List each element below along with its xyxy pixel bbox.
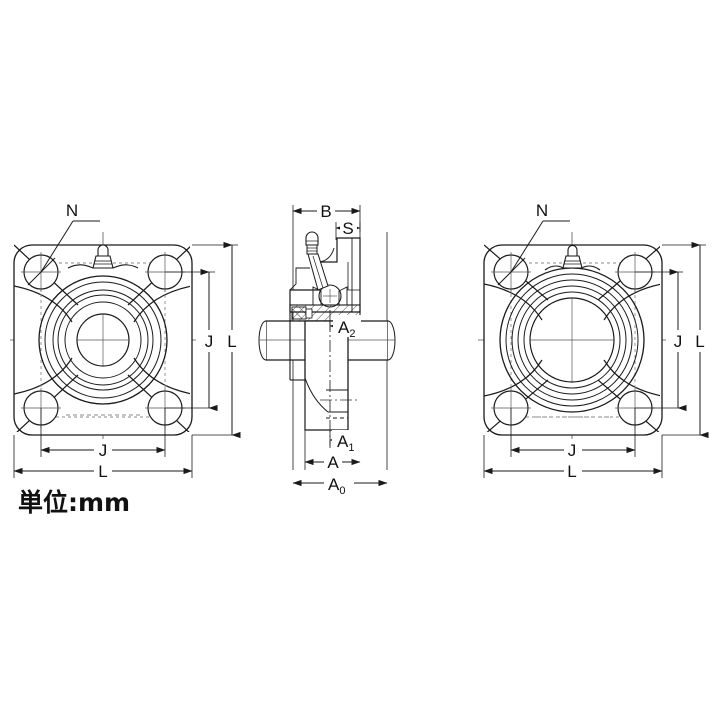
right-leader-N [497, 220, 570, 286]
right-label-J-vertical: J [674, 332, 683, 351]
left-bearing-centermarks [77, 314, 129, 366]
middle-pedestal [289, 320, 349, 431]
middle-section-view: B S [258, 200, 396, 497]
unit-note: 単位:mm [18, 488, 131, 517]
middle-label-A0: A0 [328, 475, 345, 497]
right-front-view: N J L J L [478, 201, 709, 482]
left-label-L-horizontal: L [98, 462, 107, 481]
middle-label-A: A [327, 453, 339, 472]
left-label-J-horizontal: J [99, 441, 108, 460]
left-label-J-vertical: J [205, 332, 214, 351]
left-label-L-vertical: L [227, 332, 236, 351]
right-grease-nipple [544, 244, 601, 271]
right-label-L-vertical: L [695, 332, 704, 351]
middle-label-A2: A2 [338, 318, 355, 340]
middle-label-S: S [342, 219, 353, 238]
middle-label-B: B [320, 202, 331, 221]
right-label-N: N [536, 201, 548, 220]
left-label-N: N [66, 201, 78, 220]
right-bearing-centermarks [530, 298, 614, 382]
middle-grease-nipple [305, 231, 329, 291]
right-bearing-rings [499, 267, 645, 413]
left-grease-nipple [67, 244, 139, 269]
middle-label-A1: A1 [337, 432, 354, 454]
left-leader-N [27, 220, 100, 286]
left-front-view: N J L J [10, 201, 241, 482]
right-label-J-horizontal: J [568, 441, 577, 460]
right-label-L-horizontal: L [567, 462, 576, 481]
